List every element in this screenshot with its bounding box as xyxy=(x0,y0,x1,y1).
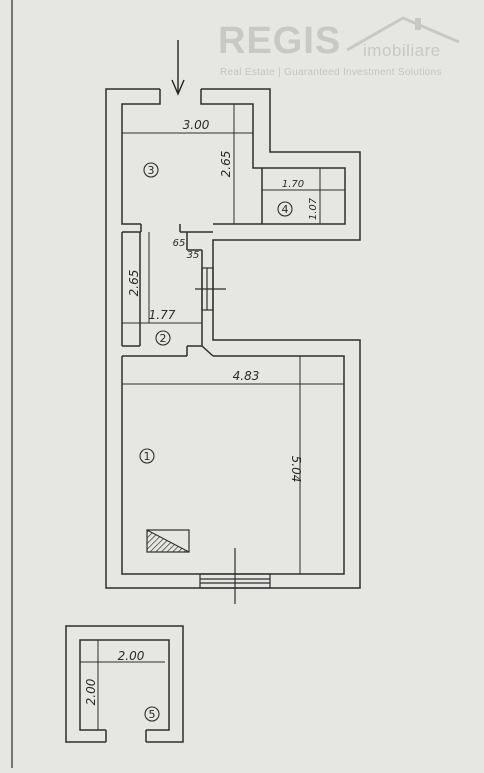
watermark-brand: REGIS xyxy=(218,20,342,62)
room-5-circle xyxy=(144,706,160,722)
dim-corridor-35: 35 xyxy=(187,250,200,261)
corridor-door xyxy=(195,267,226,311)
room-number-circles xyxy=(139,162,293,722)
dimension-lines xyxy=(80,104,345,730)
dim-room2-height: 2.65 xyxy=(127,270,141,297)
dim-room4-width: 1.70 xyxy=(282,179,304,190)
dim-room1-height: 5.04 xyxy=(289,456,303,483)
dim-room5-width: 2.00 xyxy=(118,649,145,663)
room-4-circle xyxy=(277,201,293,217)
room-2-circle xyxy=(155,330,171,346)
roof-logo-icon xyxy=(346,16,460,52)
main-walls xyxy=(105,88,361,589)
dim-room4-height: 1.07 xyxy=(308,197,319,220)
hatched-block xyxy=(146,529,190,553)
dim-corridor-65: 65 xyxy=(173,238,186,249)
dim-room5-height: 2.00 xyxy=(84,678,98,705)
dim-room1-width: 4.83 xyxy=(233,369,260,383)
watermark-tagline: Real Estate | Guaranteed Investment Solu… xyxy=(220,67,442,78)
entrance-arrow-icon xyxy=(171,40,185,96)
room-1-circle xyxy=(139,448,155,464)
room-4-label: 4 xyxy=(282,203,289,216)
dim-room2-width: 1.77 xyxy=(149,308,176,322)
dim-room3-width: 3.00 xyxy=(183,118,210,132)
watermark-product: imobiliare xyxy=(363,41,441,60)
regis-watermark: REGIS imobiliare Real Estate | Guarantee… xyxy=(218,14,478,84)
room-3-circle xyxy=(143,162,159,178)
room-3-label: 3 xyxy=(148,164,155,177)
room-1-window xyxy=(199,548,271,604)
room-1-label: 1 xyxy=(144,450,151,463)
room-5-walls xyxy=(65,625,184,743)
dim-room3-height: 2.65 xyxy=(219,151,233,178)
room-5-label: 5 xyxy=(149,708,156,721)
room-2-label: 2 xyxy=(160,332,167,345)
